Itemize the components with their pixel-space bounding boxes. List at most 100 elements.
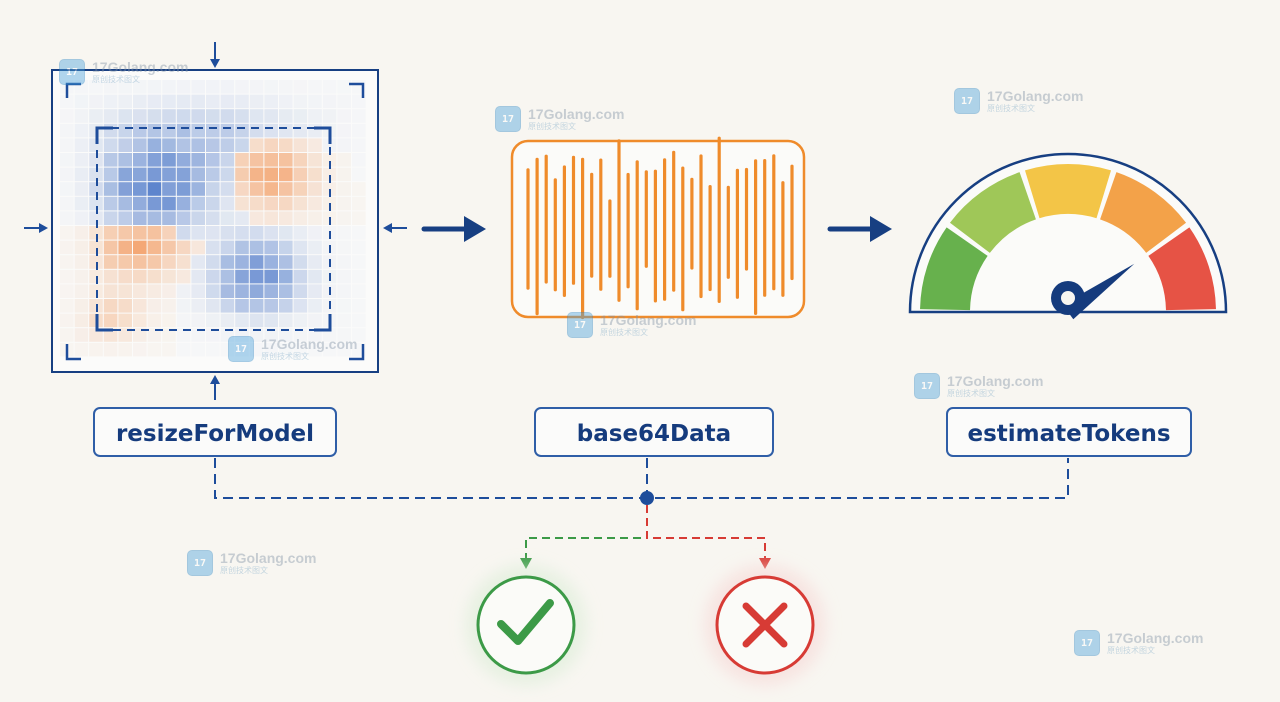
pixel-cell <box>103 284 118 298</box>
pixel-cell <box>60 269 74 284</box>
inner-corner-brackets <box>95 126 332 332</box>
pixel-cell <box>147 255 162 269</box>
pixel-cell <box>147 182 162 196</box>
success-outcome <box>466 565 586 685</box>
pixel-cell <box>118 153 132 167</box>
pixel-cell <box>235 255 249 269</box>
pixel-cell <box>176 226 191 240</box>
pixel-cell <box>337 284 351 298</box>
pixel-cell <box>103 342 118 357</box>
pixel-cell <box>103 196 118 211</box>
pixel-cell <box>133 123 147 138</box>
pixel-cell <box>162 342 176 357</box>
pixel-cell <box>103 153 118 167</box>
pixel-cell <box>293 109 308 123</box>
pixel-cell <box>162 299 176 313</box>
pixel-cell <box>220 153 235 167</box>
pixel-cell <box>220 167 235 182</box>
junction-dot <box>640 491 654 505</box>
pixel-cell <box>162 328 176 342</box>
pixel-cell <box>308 255 322 269</box>
pixel-cell <box>103 182 118 196</box>
pixel-cell <box>60 109 74 123</box>
pixel-cell <box>337 255 351 269</box>
pixel-cell <box>206 328 220 342</box>
pixel-cell <box>147 284 162 298</box>
pixel-cell <box>74 226 89 240</box>
pixel-cell <box>133 94 147 109</box>
pixel-cell <box>103 109 118 123</box>
pixel-cell <box>293 240 308 255</box>
pixel-cell <box>74 182 89 196</box>
pixel-cell <box>74 269 89 284</box>
resize-arrow-bottom <box>210 375 220 400</box>
pixel-cell <box>74 255 89 269</box>
pixel-cell <box>279 328 293 342</box>
pixel-cell <box>89 211 103 225</box>
pixel-cell <box>279 299 293 313</box>
pixel-cell <box>133 328 147 342</box>
pixel-cell <box>249 299 264 313</box>
pixel-cell <box>103 167 118 182</box>
pixel-cell <box>206 80 220 94</box>
pixel-cell <box>337 313 351 328</box>
pixel-cell <box>322 328 337 342</box>
pixel-cell <box>220 80 235 94</box>
pixel-cell <box>293 313 308 328</box>
pixel-cell <box>133 299 147 313</box>
pixel-cell <box>206 182 220 196</box>
pixel-cell <box>308 196 322 211</box>
pixel-cell <box>103 211 118 225</box>
success-branch <box>520 505 648 569</box>
pixel-cell <box>118 284 132 298</box>
pixel-cell <box>147 123 162 138</box>
pixel-cell <box>191 153 205 167</box>
pixel-cell <box>176 182 191 196</box>
pixel-cell <box>220 196 235 211</box>
pixel-cell <box>176 342 191 357</box>
pixel-cell <box>249 226 264 240</box>
pixel-cell <box>74 109 89 123</box>
pixel-cell <box>162 196 176 211</box>
waveform-frame <box>510 139 806 319</box>
pixel-cell <box>352 211 366 225</box>
pixel-cell <box>264 196 278 211</box>
pixel-cell <box>352 167 366 182</box>
pixel-cell <box>235 109 249 123</box>
pixel-cell <box>118 313 132 328</box>
pixel-cell <box>308 328 322 342</box>
pixel-cell <box>60 313 74 328</box>
pixel-cell <box>176 153 191 167</box>
pixel-cell <box>118 167 132 182</box>
pixel-cell <box>60 138 74 152</box>
resize-for-model-label: resizeForModel <box>93 407 337 457</box>
pixel-cell <box>279 80 293 94</box>
pixel-cell <box>352 284 366 298</box>
pixel-cell <box>249 153 264 167</box>
pixel-cell <box>60 196 74 211</box>
pixel-cell <box>118 299 132 313</box>
pixel-cell <box>249 123 264 138</box>
resize-arrow-top <box>210 42 220 68</box>
pixel-cell <box>133 167 147 182</box>
crop-region <box>96 127 331 331</box>
pixel-cell <box>308 226 322 240</box>
pixel-cell <box>352 269 366 284</box>
pixel-cell <box>352 196 366 211</box>
pixel-cell <box>206 196 220 211</box>
pixel-cell <box>322 138 337 152</box>
pixel-cell <box>118 328 132 342</box>
pixel-cell <box>74 313 89 328</box>
pixel-cell <box>176 196 191 211</box>
pixel-cell <box>191 196 205 211</box>
pixel-cell <box>337 182 351 196</box>
pixel-cell <box>293 138 308 152</box>
pixel-cell <box>235 123 249 138</box>
pixel-cell <box>162 255 176 269</box>
resize-arrow-left <box>24 223 48 233</box>
gauge-needle <box>1051 263 1135 320</box>
pixel-cell <box>279 167 293 182</box>
pixel-cell <box>293 123 308 138</box>
pixel-cell <box>176 269 191 284</box>
pixel-cell <box>147 109 162 123</box>
